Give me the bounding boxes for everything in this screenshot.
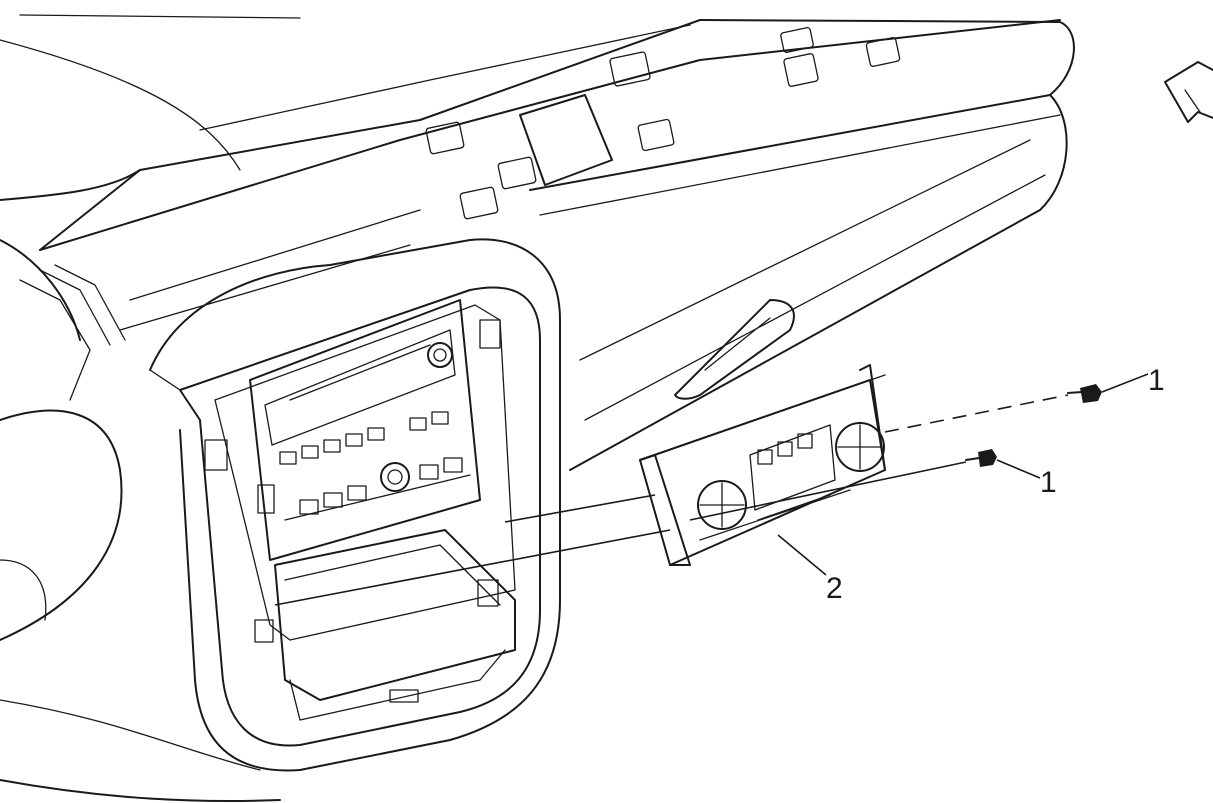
radio-unit (204, 299, 501, 561)
callout-label-fastener-lower: 1 (1040, 466, 1057, 499)
callout-label-fastener-upper: 1 (1148, 364, 1165, 397)
instrument-panel (0, 14, 1075, 802)
storage-pocket (254, 529, 516, 721)
view-direction-arrow-icon (1164, 61, 1213, 123)
installation-lines (274, 373, 1149, 606)
center-stack-bezel (149, 238, 561, 772)
fastener-upper (1067, 384, 1102, 403)
fastener-lower (965, 449, 997, 467)
glove-box-latch (674, 299, 795, 400)
callout-label-control-module: 2 (826, 572, 843, 605)
hvac-control-module (639, 364, 886, 566)
